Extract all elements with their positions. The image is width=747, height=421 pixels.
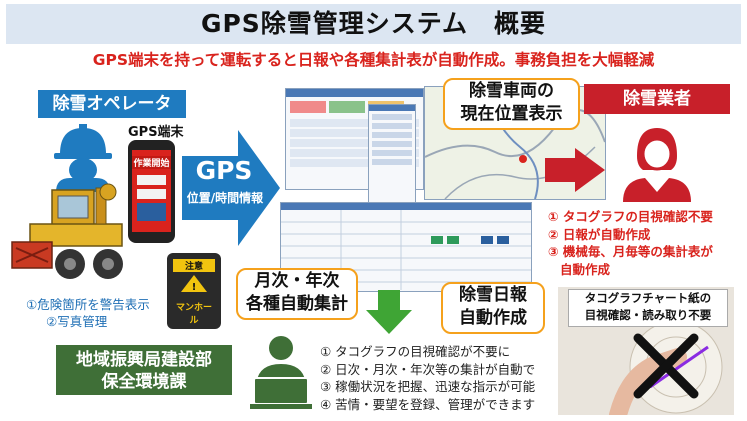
gps-arrow-title: GPS xyxy=(195,156,253,185)
office-benefit-4: ④ 苦情・要望を登録、管理ができます xyxy=(320,396,536,412)
cross-mark-icon xyxy=(633,333,699,399)
position-callout-line1: 除雪車両の xyxy=(469,81,554,101)
monthly-callout: 月次・年次 各種自動集計 xyxy=(236,268,358,320)
position-callout-line2: 現在位置表示 xyxy=(460,104,563,124)
office-benefit-list: ① タコグラフの目視確認が不要に ② 日次・月次・年次等の集計が自動で ③ 稼働… xyxy=(320,343,560,413)
list-screenshot xyxy=(368,104,416,206)
gps-device-label: GPS端末 xyxy=(128,125,184,140)
tachograph-note: タコグラフチャート紙の 目視確認・読み取り不要 xyxy=(568,289,728,327)
operator-feature-2: ②写真管理 xyxy=(46,314,108,329)
office-benefit-2: ② 日次・月次・年次等の集計が自動で xyxy=(320,361,536,377)
position-callout: 除雪車両の 現在位置表示 xyxy=(443,78,580,130)
office-worker-laptop-icon xyxy=(250,336,312,409)
warning-head: 注意 xyxy=(173,259,215,272)
contractor-arrow-shape xyxy=(545,148,605,192)
tachograph-note-line1: タコグラフチャート紙の xyxy=(584,291,712,305)
operator-feature-list: ①危険箇所を警告表示 ②写真管理 xyxy=(26,296,176,330)
monthly-callout-line2: 各種自動集計 xyxy=(246,294,348,314)
office-label-line2: 保全環境課 xyxy=(101,372,187,392)
tachograph-note-line2: 目視確認・読み取り不要 xyxy=(584,308,712,322)
office-benefit-1: ① タコグラフの目視確認が不要に xyxy=(320,344,511,359)
contractor-benefit-2: ② 日報が自動作成 xyxy=(548,226,651,242)
contractor-benefit-list: ① タコグラフの目視確認不要 ② 日報が自動作成 ③ 機械毎、月毎等の集計表が … xyxy=(548,208,747,278)
gps-arrow-shape xyxy=(182,130,280,246)
office-label-line1: 地域振興局建設部 xyxy=(76,350,212,370)
office-benefit-3: ③ 稼働状況を把握、迅速な指示が可能 xyxy=(320,379,536,394)
warning-triangle-icon: ! xyxy=(181,275,207,293)
warning-body: マンホール xyxy=(175,303,212,326)
phone-screen-title: 作業開始 xyxy=(132,156,171,169)
gps-phone-device: 作業開始 xyxy=(128,140,175,243)
contractor-label: 除雪業者 xyxy=(584,84,730,114)
contractor-person-icon xyxy=(623,128,691,202)
operator-label: 除雪オペレータ xyxy=(38,90,186,118)
page-subtitle: GPS端末を持って運転すると日報や各種集計表が自動作成。事務負担を大幅軽減 xyxy=(92,51,655,69)
warning-device: 注意 ! マンホール xyxy=(167,253,221,329)
office-label: 地域振興局建設部 保全環境課 xyxy=(56,345,232,395)
contractor-benefit-3-cont: 自動作成 xyxy=(560,261,611,277)
contractor-benefit-1: ① タコグラフの目視確認不要 xyxy=(548,209,713,224)
daily-callout-line2: 自動作成 xyxy=(459,308,527,328)
snow-plow-truck-icon xyxy=(11,183,123,279)
operator-helmet-icon xyxy=(54,124,112,192)
monthly-callout-line1: 月次・年次 xyxy=(254,271,340,291)
page-title: GPS除雪管理システム 概要 xyxy=(6,4,741,44)
office-arrow-shape xyxy=(366,290,412,334)
operator-feature-1: ①危険箇所を警告表示 xyxy=(26,297,150,312)
svg-text:!: ! xyxy=(192,282,197,293)
contractor-benefit-3: ③ 機械毎、月毎等の集計表が xyxy=(548,244,713,259)
daily-callout: 除雪日報 自動作成 xyxy=(441,282,545,334)
gps-arrow-subtitle: 位置/時間情報 xyxy=(186,191,264,205)
daily-callout-line1: 除雪日報 xyxy=(459,285,527,305)
